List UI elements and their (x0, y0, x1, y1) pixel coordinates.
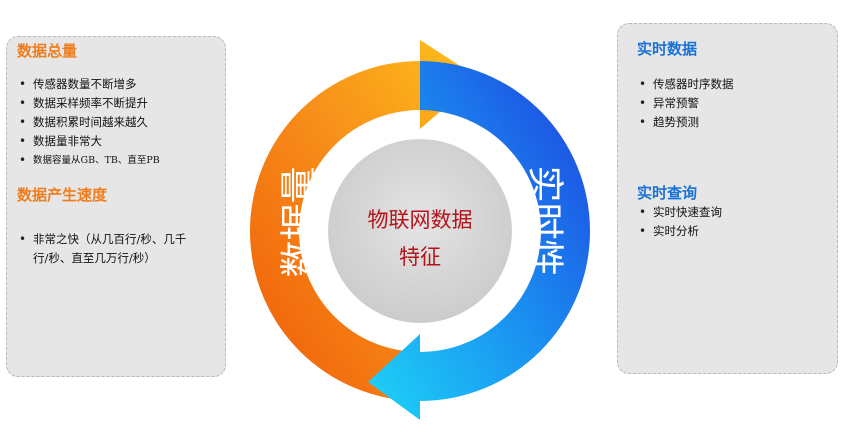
realtime-query-title: 实时查询 (637, 184, 698, 202)
list-item: 实时分析 (637, 222, 722, 241)
list-item: 传感器数量不断增多 (17, 75, 160, 94)
volume-cycle-arrow (250, 40, 479, 401)
realtime-label: 实时性 (524, 166, 567, 277)
realtime-cycle-arrow (368, 61, 590, 420)
center-title-line2: 特征 (399, 245, 441, 269)
list-item: 数据积累时间越来越久 (17, 113, 160, 132)
list-item: 数据容量从GB、TB、直至PB (17, 151, 160, 170)
list-item: 趋势预测 (637, 113, 734, 132)
list-item: 非常之快（从几百行/秒、几千行/秒、直至几万行/秒） (17, 230, 198, 268)
data-speed-title: 数据产生速度 (17, 186, 108, 204)
data-volume-title: 数据总量 (17, 42, 78, 60)
center-circle (328, 139, 512, 323)
realtime-query-list: 实时快速查询 实时分析 (637, 203, 722, 241)
list-item: 实时快速查询 (637, 203, 722, 222)
realtime-data-list: 传感器时序数据 异常预警 趋势预测 (637, 75, 734, 132)
list-item: 异常预警 (637, 94, 734, 113)
volume-label: 数据量 (278, 167, 321, 278)
realtime-data-title: 实时数据 (637, 40, 698, 58)
list-item: 传感器时序数据 (637, 75, 734, 94)
list-item: 数据量非常大 (17, 132, 160, 151)
center-title-line1: 物联网数据 (368, 208, 473, 232)
list-item: 数据采样频率不断提升 (17, 94, 160, 113)
data-speed-list: 非常之快（从几百行/秒、几千行/秒、直至几万行/秒） (17, 230, 198, 268)
data-volume-list: 传感器数量不断增多 数据采样频率不断提升 数据积累时间越来越久 数据量非常大 数… (17, 75, 160, 170)
